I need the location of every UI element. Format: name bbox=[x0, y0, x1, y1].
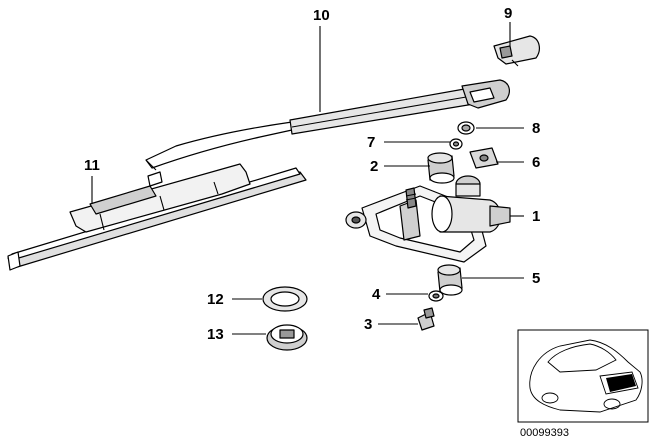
callout-12: 12 bbox=[207, 291, 224, 308]
highlighted-rear-area bbox=[606, 374, 636, 392]
callout-4: 4 bbox=[372, 286, 381, 303]
callout-6: 6 bbox=[532, 154, 540, 171]
wiper-arm bbox=[145, 79, 510, 171]
leader-lines bbox=[91, 22, 524, 335]
nut-part-6 bbox=[469, 147, 499, 169]
vehicle-locator-inset bbox=[517, 329, 649, 423]
callout-2: 2 bbox=[370, 158, 378, 175]
callout-3: 3 bbox=[364, 316, 372, 333]
callout-9: 9 bbox=[504, 5, 512, 22]
diagram-reference-number: 00099393 bbox=[520, 427, 569, 439]
callout-7: 7 bbox=[367, 134, 375, 151]
callout-8: 8 bbox=[532, 120, 540, 137]
callout-13: 13 bbox=[207, 326, 224, 343]
cap-part-9 bbox=[493, 35, 540, 67]
callout-11: 11 bbox=[84, 157, 100, 174]
callout-1: 1 bbox=[532, 208, 540, 225]
callout-10: 10 bbox=[313, 7, 330, 24]
car-outline-icon bbox=[529, 339, 643, 413]
wiper-motor bbox=[345, 175, 511, 263]
grommet-part-5 bbox=[437, 264, 463, 296]
cover-ring-part-12 bbox=[262, 286, 308, 312]
grommet-part-2 bbox=[427, 152, 455, 184]
wiper-blade bbox=[7, 163, 307, 271]
screw-part-3 bbox=[417, 307, 435, 331]
callout-5: 5 bbox=[532, 270, 540, 287]
cap-part-13 bbox=[266, 324, 308, 351]
callouts: 10 9 11 8 7 2 6 1 5 4 3 12 13 bbox=[84, 5, 540, 343]
